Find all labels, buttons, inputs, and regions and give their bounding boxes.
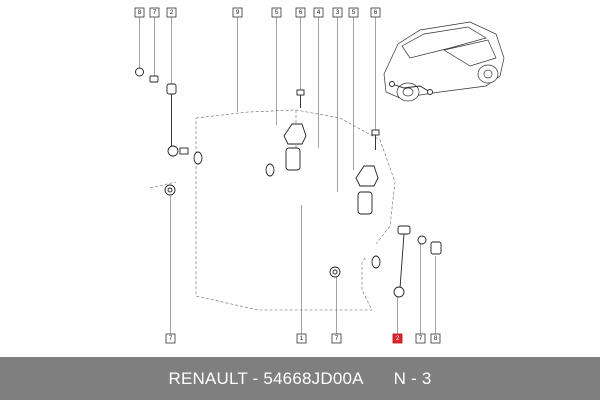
svg-text:3: 3 [336, 9, 340, 16]
brand-part-number: RENAULT - 54668JD00A [168, 368, 364, 388]
callout-bottom-8: 8 [430, 333, 441, 344]
diagram-position: N - 3 [393, 368, 432, 388]
svg-text:4: 4 [317, 9, 321, 16]
svg-text:8: 8 [138, 9, 142, 16]
svg-text:9: 9 [236, 9, 240, 16]
footer-bar: RENAULT - 54668JD00A N - 3 [0, 357, 600, 400]
svg-text:5: 5 [275, 9, 279, 16]
callout-top-5a: 5 [271, 7, 282, 18]
callout-top-9: 9 [232, 7, 243, 18]
callout-bottom-7a: 7 [165, 333, 176, 344]
left-bushing-bracket [283, 89, 307, 171]
svg-text:7: 7 [169, 335, 173, 342]
callout-bottom-2-highlighted: 2 [392, 333, 403, 344]
left-link-rod [135, 67, 189, 157]
svg-text:2: 2 [170, 9, 174, 16]
svg-text:2: 2 [396, 335, 400, 342]
leader-lines [139, 17, 436, 334]
callout-top-5b: 5 [348, 7, 359, 18]
callout-top-2: 2 [166, 7, 177, 18]
center-lower-nut [329, 266, 341, 278]
stabilizer-bar [193, 148, 381, 269]
callout-top-8: 8 [134, 7, 145, 18]
right-bushing-bracket [355, 129, 380, 215]
callout-top-6b: 6 [370, 7, 381, 18]
svg-text:5: 5 [352, 9, 356, 16]
callout-top-4: 4 [313, 7, 324, 18]
svg-text:7: 7 [335, 335, 339, 342]
callout-bottom-7c: 7 [415, 333, 426, 344]
callout-top-7: 7 [149, 7, 160, 18]
callout-top-6a: 6 [295, 7, 306, 18]
svg-text:8: 8 [434, 335, 438, 342]
right-link-rod [393, 225, 442, 298]
svg-text:7: 7 [153, 9, 157, 16]
vehicle-illustration [383, 21, 505, 102]
callout-bottom-7b: 7 [331, 333, 342, 344]
svg-text:7: 7 [419, 335, 423, 342]
left-lower-nut [164, 184, 176, 196]
svg-text:6: 6 [374, 9, 378, 16]
svg-text:6: 6 [299, 9, 303, 16]
callout-bottom-1: 1 [296, 333, 307, 344]
parts-diagram: 8 7 2 9 5 6 4 3 5 6 7 1 7 2 7 8 [134, 7, 505, 344]
svg-text:1: 1 [300, 335, 304, 342]
callout-top-3: 3 [332, 7, 343, 18]
